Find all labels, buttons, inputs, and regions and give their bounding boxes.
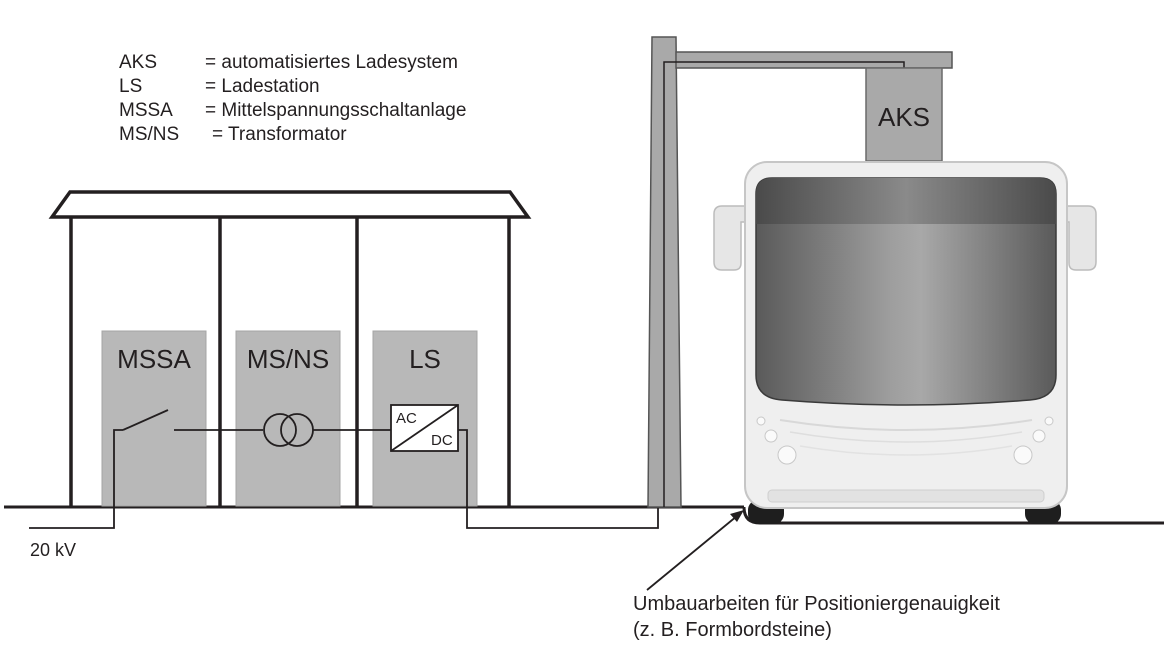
electrical-wiring [29, 409, 659, 529]
legend-abbr-ls: LS [119, 76, 142, 97]
bus-bumper [767, 489, 1045, 503]
charging-mast [647, 36, 953, 508]
bus-mirror-left [713, 205, 749, 271]
legend: AKS = automatisiertes Ladesystem LS = La… [119, 52, 466, 145]
incoming-cable [29, 429, 123, 529]
legend-abbr-mssa: MSSA [119, 100, 173, 121]
legend-abbr-aks: AKS [119, 52, 157, 73]
converter-ac-label: AC [396, 410, 417, 427]
station-roof [48, 190, 532, 219]
msns-label: MS/NS [247, 344, 329, 374]
station-building [48, 190, 532, 507]
legend-desc-aks: = automatisiertes Ladesystem [205, 52, 458, 73]
msns-cabinet [235, 330, 341, 507]
bus-headlight-right-mid [1032, 429, 1046, 443]
converter-dc-label: DC [431, 432, 453, 449]
switch-icon [122, 409, 169, 431]
curb [742, 506, 1164, 525]
legend-desc-mssa: = Mittelspannungsschaltanlage [205, 100, 466, 121]
annotation-line-1: Umbauarbeiten für Positioniergenauigkeit [633, 593, 1000, 615]
aks-box [865, 67, 943, 162]
mssa-cabinet [101, 330, 207, 507]
bus-headlight-left-main [777, 445, 797, 465]
bus-headlight-left-top [756, 416, 766, 426]
acdc-converter-icon: AC DC [390, 404, 459, 452]
legend-abbr-msns: MS/NS [119, 124, 179, 145]
transformer-coil-left-icon [263, 413, 297, 447]
mssa-label: MSSA [117, 344, 191, 374]
bus-illustration [713, 161, 1097, 524]
bus-front-contour [779, 419, 1033, 431]
aks-label: AKS [878, 102, 930, 132]
grid-voltage-label: 20 kV [30, 540, 76, 560]
bus-headlight-right-main [1013, 445, 1033, 465]
annotation-line-2: (z. B. Formbordsteine) [633, 619, 832, 641]
bus-headlight-right-top [1044, 416, 1054, 426]
bus-mirror-right [1061, 205, 1097, 271]
ls-label: LS [409, 344, 441, 374]
legend-desc-msns: = Transformator [212, 124, 347, 145]
mast-cable [663, 61, 905, 507]
wire-converter-output [458, 429, 659, 529]
bus-headlight-left-mid [764, 429, 778, 443]
mast-arm [675, 51, 953, 69]
annotation-arrow-icon [646, 510, 744, 591]
bus-destination-display [756, 178, 1056, 224]
legend-desc-ls: = Ladestation [205, 76, 320, 97]
